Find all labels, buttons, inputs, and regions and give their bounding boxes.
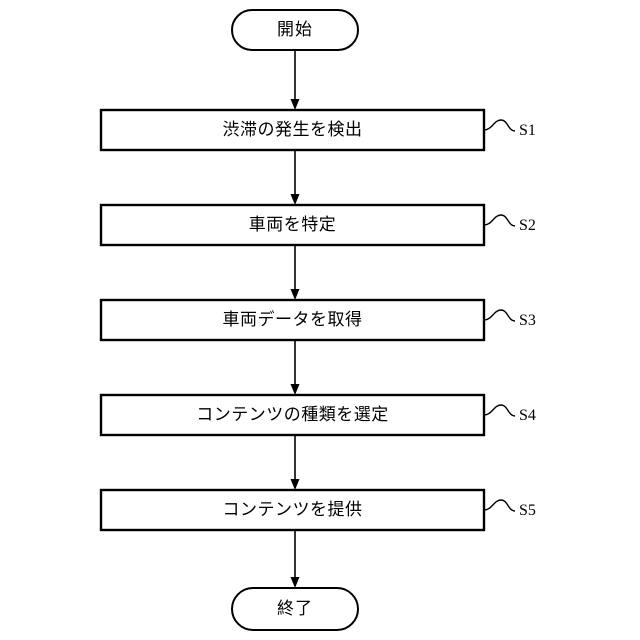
leader-line-s4 — [483, 404, 516, 417]
process-box-s4 — [99, 393, 486, 437]
connector-start-to-s1 — [290, 50, 300, 110]
process-box-s3 — [99, 298, 486, 342]
leader-line-s1 — [483, 119, 516, 132]
step-id-s2: S2 — [519, 217, 536, 234]
connector-s4-to-s5 — [290, 435, 300, 490]
step-id-s1: S1 — [519, 122, 536, 139]
leader-line-s3 — [483, 309, 516, 322]
step-id-s4: S4 — [519, 407, 536, 424]
connector-s5-to-end — [290, 530, 300, 588]
connector-s3-to-s4 — [290, 340, 300, 395]
connector-s2-to-s3 — [290, 245, 300, 300]
connector-s1-to-s2 — [290, 150, 300, 205]
end-terminal-shape — [231, 587, 359, 631]
leader-line-s2 — [483, 214, 516, 227]
step-id-s3: S3 — [519, 312, 536, 329]
start-terminal-shape — [231, 9, 359, 51]
process-box-s2 — [99, 203, 486, 247]
process-box-s5 — [99, 488, 486, 532]
step-id-s5: S5 — [519, 502, 536, 519]
process-box-s1 — [99, 108, 486, 152]
leader-line-s5 — [483, 499, 516, 512]
